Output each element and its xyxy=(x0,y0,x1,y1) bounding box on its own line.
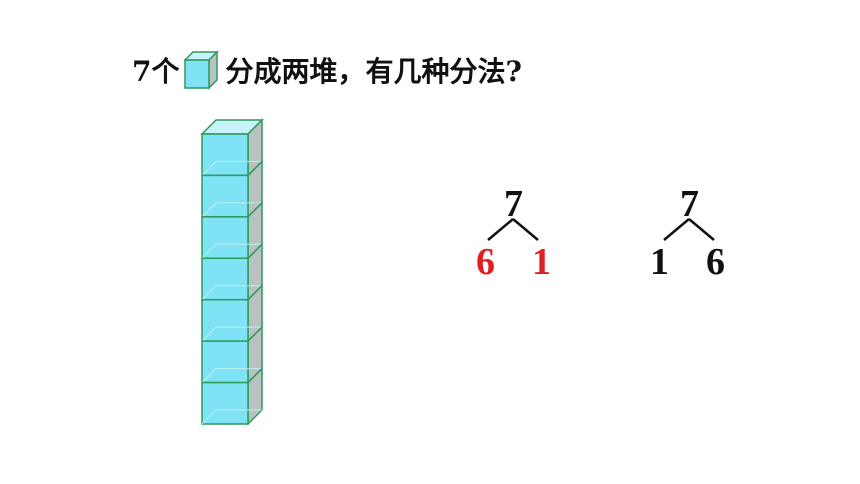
question-suffix: 分成两堆，有几种分法? xyxy=(225,55,522,88)
number-bond-1: 7 6 1 xyxy=(466,183,576,293)
bond-total: 7 xyxy=(680,183,699,225)
cube-inner-edge xyxy=(201,326,262,342)
cube-inner-edge xyxy=(201,243,262,259)
cube-icon xyxy=(183,50,220,90)
bond-line-left xyxy=(663,218,690,241)
cube-inner-edge xyxy=(201,409,262,425)
cube-front xyxy=(201,340,249,384)
bond-total: 7 xyxy=(504,183,523,225)
cube-inner-edge xyxy=(201,368,262,383)
cube-inner-edge xyxy=(201,160,262,176)
bond-line-right xyxy=(512,218,539,241)
bond-part-left: 6 xyxy=(476,241,495,283)
cube-inner-edge xyxy=(201,202,262,218)
bond-part-right: 1 xyxy=(532,241,551,283)
cube-front xyxy=(201,133,249,177)
question-prefix: 7个 xyxy=(132,55,180,88)
cube-front xyxy=(201,216,249,260)
cube-tower xyxy=(190,112,270,432)
bond-part-left: 1 xyxy=(650,241,669,283)
cube-inner-edge xyxy=(201,285,262,301)
bond-line-left xyxy=(487,218,514,241)
bond-part-right: 6 xyxy=(706,241,725,283)
number-bond-2: 7 1 6 xyxy=(642,183,752,293)
bond-line-right xyxy=(688,218,715,241)
question-text: 7个 分成两堆，有几种分法? xyxy=(132,48,522,92)
cube-front xyxy=(201,381,249,425)
